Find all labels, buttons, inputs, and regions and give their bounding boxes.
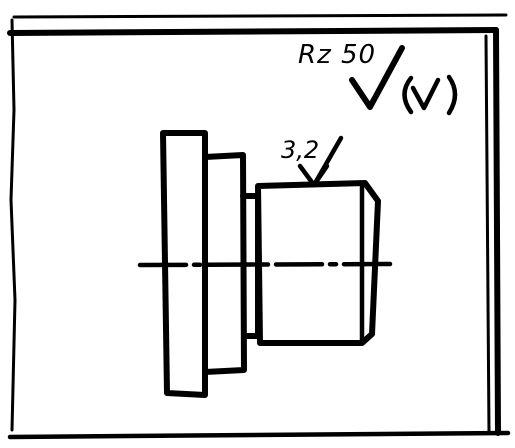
frame-bottom-line <box>7 430 511 440</box>
frame-right-line-outer <box>493 27 501 436</box>
roughness-local-annotation: 3,2 <box>281 135 344 188</box>
roughness-general-label: Rz 50 <box>298 40 376 70</box>
roughness-paren-left-icon <box>402 75 414 115</box>
roughness-paren-right-icon <box>446 74 458 116</box>
frame-top-edge <box>12 13 508 19</box>
centre-line <box>137 261 395 268</box>
roughness-general-annotation: Rz 50 <box>298 40 458 116</box>
part-drawing <box>137 130 395 398</box>
roughness-paren-check-icon <box>410 77 441 111</box>
sheet-frame <box>7 13 511 440</box>
roughness-check-symbol-icon <box>349 45 405 110</box>
shaft-outline <box>255 180 381 346</box>
frame-top-line <box>7 27 499 36</box>
roughness-local-label: 3,2 <box>281 136 319 164</box>
frame-left-edge <box>9 18 17 432</box>
flange-outline <box>160 130 208 398</box>
frame-right-line-inner <box>484 34 491 435</box>
